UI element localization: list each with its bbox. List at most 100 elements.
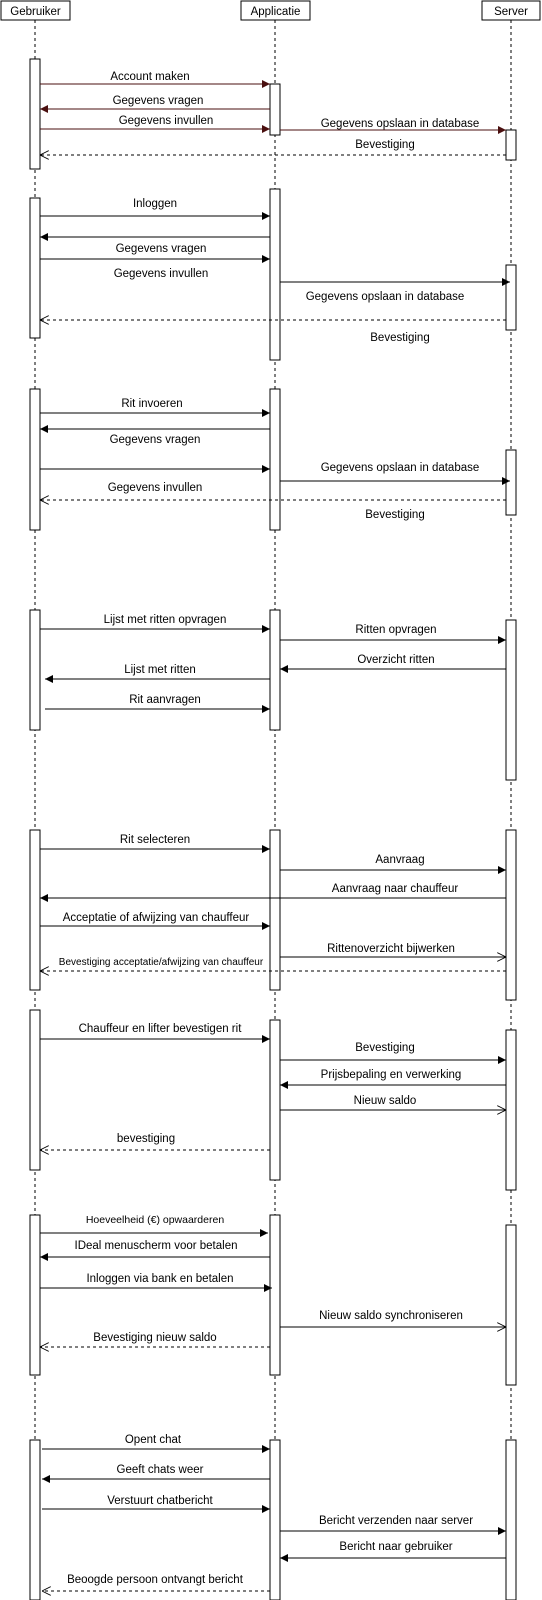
message-opent-chat: Opent chat [42, 1434, 270, 1453]
message-label: Prijsbepaling en verwerking [321, 1069, 462, 1081]
message-label: Acceptatie of afwijzing van chauffeur [63, 912, 250, 924]
activation-bar [29, 1214, 41, 1376]
message-label: Inloggen [133, 198, 177, 210]
message-gegevens-invullen: Gegevens invullen [40, 465, 270, 494]
message-label: Chauffeur en lifter bevestigen rit [79, 1023, 243, 1035]
participant-server: Server [481, 0, 541, 21]
activation-bar [505, 1224, 517, 1386]
message-label: Gegevens vragen [113, 95, 204, 107]
message-label: Aanvraag naar chauffeur [332, 883, 459, 895]
participant-label: Server [494, 6, 528, 18]
activation-bar [29, 609, 41, 731]
message-bericht-naar-gebruiker: Bericht naar gebruiker [280, 1541, 506, 1562]
message-bevestiging: Bevestiging [40, 139, 506, 155]
activation-bar [269, 609, 281, 731]
activation-bar [269, 188, 281, 361]
message-prijsbepaling: Prijsbepaling en verwerking [280, 1069, 506, 1089]
message-rit-invoeren: Rit invoeren [40, 398, 270, 417]
message-rittenoverzicht-bijwerken: Rittenoverzicht bijwerken [280, 943, 506, 957]
message-label: Gegevens vragen [110, 434, 201, 446]
message-label: Gegevens vragen [116, 243, 207, 255]
message-label: Rit selecteren [120, 834, 190, 846]
activation-bar [29, 1439, 41, 1600]
message-label: Opent chat [125, 1434, 182, 1446]
message-label: Aanvraag [375, 854, 424, 866]
message-ideal-menuscherm: IDeal menuscherm voor betalen [40, 1240, 270, 1261]
message-label: Hoeveelheid (€) opwaarderen [86, 1214, 224, 1226]
message-bevestiging-acceptatie: Bevestiging acceptatie/afwijzing van cha… [40, 957, 506, 971]
message-label: Bevestiging [370, 332, 429, 344]
message-lijst-opvragen: Lijst met ritten opvragen [40, 614, 270, 633]
message-label: Ritten opvragen [355, 624, 436, 636]
message-bevestiging-return: bevestiging [40, 1133, 270, 1150]
message-acceptatie-afwijzing: Acceptatie of afwijzing van chauffeur [40, 912, 270, 930]
activation-bar [269, 1019, 281, 1181]
message-label: Gegevens invullen [119, 115, 214, 127]
activation-bar [29, 388, 41, 531]
message-bevestiging: Bevestiging [40, 500, 506, 521]
message-gegevens-opslaan: Gegevens opslaan in database [280, 118, 506, 134]
message-aanvraag: Aanvraag [280, 854, 506, 874]
message-label: Gegevens invullen [114, 268, 209, 280]
message-inloggen-bank: Inloggen via bank en betalen [40, 1273, 272, 1292]
activation-bar [269, 1214, 281, 1376]
message-inloggen: Inloggen [40, 198, 270, 220]
message-gegevens-vragen: Gegevens vragen [40, 95, 270, 113]
message-bevestigen-rit: Chauffeur en lifter bevestigen rit [40, 1023, 270, 1043]
message-gegevens-invullen: Gegevens invullen [114, 268, 209, 280]
message-gegevens-opslaan: Gegevens opslaan in database [280, 462, 510, 485]
message-verstuurt-chatbericht: Verstuurt chatbericht [42, 1495, 270, 1513]
participant-label: Gebruiker [10, 6, 61, 18]
message-label: Nieuw saldo synchroniseren [319, 1310, 463, 1322]
message-label: Beoogde persoon ontvangt bericht [67, 1574, 244, 1586]
message-nieuw-saldo: Nieuw saldo [280, 1095, 506, 1110]
message-lijst-met-ritten: Lijst met ritten [45, 664, 270, 683]
message-saldo-synchroniseren: Nieuw saldo synchroniseren [280, 1310, 506, 1327]
message-rit-aanvragen: Rit aanvragen [45, 694, 270, 713]
message-bevestiging: Bevestiging [280, 1042, 506, 1064]
message-bevestiging: Bevestiging [40, 320, 506, 344]
message-account-maken: Account maken [40, 71, 270, 88]
message-gegevens-opslaan: Gegevens opslaan in database [280, 278, 510, 303]
message-label: Gegevens opslaan in database [306, 291, 465, 303]
message-label: Bevestiging nieuw saldo [93, 1332, 216, 1344]
activation-bar [29, 1009, 41, 1171]
message-aanvraag-naar-chauffeur: Aanvraag naar chauffeur [40, 883, 506, 902]
message-label: Lijst met ritten [124, 664, 196, 676]
message-label: Rittenoverzicht bijwerken [327, 943, 455, 955]
message-ritten-opvragen: Ritten opvragen [280, 624, 506, 644]
activation-bar [505, 1029, 517, 1191]
message-label: Bevestiging [365, 509, 424, 521]
activation-bar [29, 197, 41, 339]
message-label: Overzicht ritten [357, 654, 434, 666]
participant-gebruiker: Gebruiker [0, 0, 71, 21]
message-gegevens-invullen: Gegevens invullen [40, 115, 270, 133]
message-geeft-chats-weer: Geeft chats weer [42, 1464, 270, 1483]
message-label: bevestiging [117, 1133, 175, 1145]
message-label: Gegevens opslaan in database [321, 118, 480, 130]
message-label: Inloggen via bank en betalen [86, 1273, 233, 1285]
message-gegevens-vragen: Gegevens vragen [40, 243, 270, 263]
activation-bar [505, 264, 517, 331]
message-bericht-verzenden: Bericht verzenden naar server [280, 1515, 506, 1535]
message-label: Lijst met ritten opvragen [104, 614, 227, 626]
participant-label: Applicatie [251, 6, 301, 18]
message-label: Geeft chats weer [117, 1464, 204, 1476]
activation-bar [29, 58, 41, 170]
message-bevestiging-saldo: Bevestiging nieuw saldo [40, 1332, 270, 1347]
message-label: Rit invoeren [121, 398, 182, 410]
activation-bar [505, 829, 517, 1001]
activation-bar [505, 129, 517, 161]
message-overzicht-ritten: Overzicht ritten [280, 654, 506, 673]
message-label: Nieuw saldo [354, 1095, 417, 1107]
message-ontvangt-bericht: Beoogde persoon ontvangt bericht [42, 1574, 270, 1591]
message-label: Bericht naar gebruiker [339, 1541, 452, 1553]
message-label: IDeal menuscherm voor betalen [75, 1240, 238, 1252]
message-opwaarderen: Hoeveelheid (€) opwaarderen [40, 1214, 268, 1237]
activation-bars [29, 58, 517, 1600]
message-label: Bericht verzenden naar server [319, 1515, 473, 1527]
message-label: Gegevens opslaan in database [321, 462, 480, 474]
participant-applicatie: Applicatie [240, 0, 311, 21]
activation-bar [269, 388, 281, 531]
